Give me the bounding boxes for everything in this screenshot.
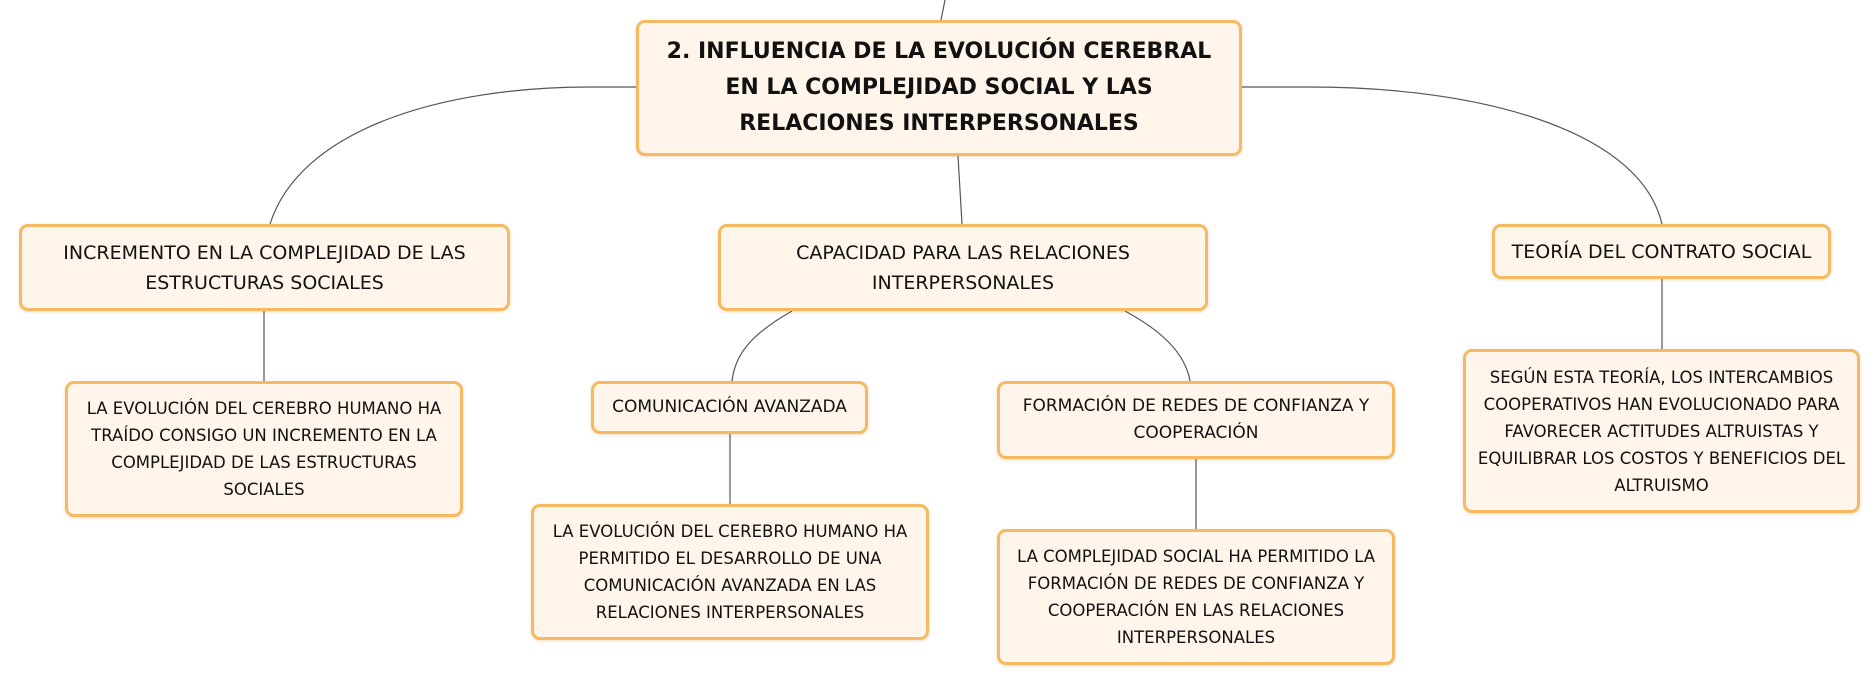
connector-root-to-contract	[1240, 86, 1663, 225]
central-topic[interactable]: 2. INFLUENCIA DE LA EVOLUCIÓN CEREBRAL E…	[636, 20, 1242, 156]
detail-structures[interactable]: LA EVOLUCIÓN DEL CEREBRO HUMANO HA TRAÍD…	[65, 381, 463, 517]
subtopic-networks-label: FORMACIÓN DE REDES DE CONFIANZA Y COOPER…	[1022, 396, 1370, 443]
detail-communication[interactable]: LA EVOLUCIÓN DEL CEREBRO HUMANO HA PERMI…	[531, 504, 929, 640]
topic-social-contract-label: TEORÍA DEL CONTRATO SOCIAL	[1511, 240, 1812, 263]
detail-networks[interactable]: LA COMPLEJIDAD SOCIAL HA PERMITIDO LA FO…	[997, 529, 1395, 665]
topic-interpersonal[interactable]: CAPACIDAD PARA LAS RELACIONES INTERPERSO…	[718, 224, 1208, 311]
detail-structures-text: LA EVOLUCIÓN DEL CEREBRO HUMANO HA TRAÍD…	[86, 399, 442, 499]
detail-social-contract-text: SEGÚN ESTA TEORÍA, LOS INTERCAMBIOS COOP…	[1477, 367, 1846, 495]
subtopic-communication-label: COMUNICACIÓN AVANZADA	[612, 397, 847, 417]
detail-networks-text: LA COMPLEJIDAD SOCIAL HA PERMITIDO LA FO…	[1017, 547, 1375, 647]
topic-interpersonal-label: CAPACIDAD PARA LAS RELACIONES INTERPERSO…	[796, 241, 1130, 294]
connector-parent-to-root	[940, 0, 946, 21]
central-topic-label: 2. INFLUENCIA DE LA EVOLUCIÓN CEREBRAL E…	[666, 39, 1212, 136]
connector-interpersonal-to-networks	[1124, 310, 1191, 382]
connector-interpersonal-to-communication	[731, 310, 793, 382]
subtopic-networks[interactable]: FORMACIÓN DE REDES DE CONFIANZA Y COOPER…	[997, 381, 1395, 459]
subtopic-communication[interactable]: COMUNICACIÓN AVANZADA	[591, 381, 868, 434]
topic-social-contract[interactable]: TEORÍA DEL CONTRATO SOCIAL	[1492, 224, 1831, 279]
connector-root-to-interpersonal	[957, 155, 963, 225]
topic-structures[interactable]: INCREMENTO EN LA COMPLEJIDAD DE LAS ESTR…	[19, 224, 510, 311]
topic-structures-label: INCREMENTO EN LA COMPLEJIDAD DE LAS ESTR…	[63, 241, 466, 294]
connector-root-to-structures	[269, 86, 636, 225]
detail-communication-text: LA EVOLUCIÓN DEL CEREBRO HUMANO HA PERMI…	[552, 522, 908, 622]
detail-social-contract[interactable]: SEGÚN ESTA TEORÍA, LOS INTERCAMBIOS COOP…	[1463, 349, 1860, 513]
